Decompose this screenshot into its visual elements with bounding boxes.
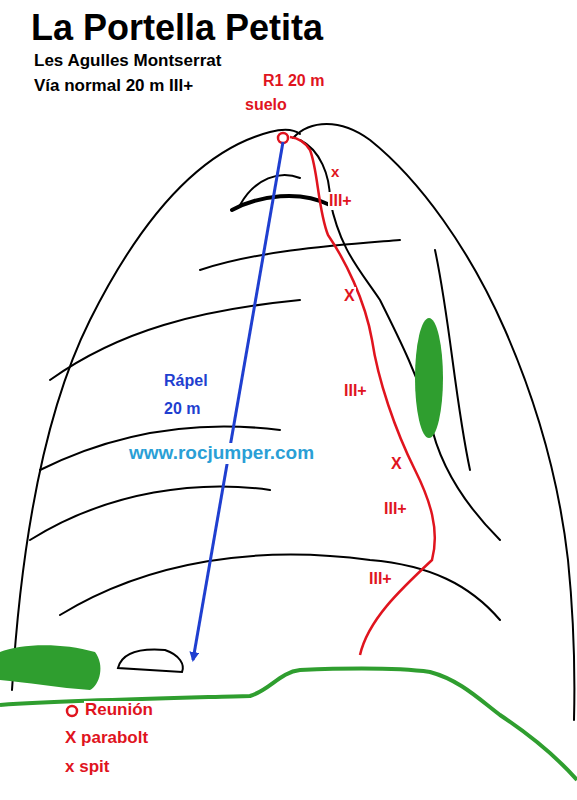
- vegetation: [415, 318, 443, 438]
- topo-title: La Portella Petita: [30, 8, 324, 48]
- spit-mark: x: [330, 164, 340, 181]
- watermark: www.rocjumper.com: [128, 443, 315, 464]
- bush: [0, 645, 100, 690]
- rock-crack: [60, 555, 500, 620]
- bolt-mark: X: [343, 287, 356, 305]
- ground-line: [0, 669, 577, 780]
- legend-bolt: X parabolt: [64, 729, 149, 748]
- rock-crack: [200, 240, 400, 270]
- ground-label: suelo: [244, 96, 288, 114]
- belay-label: R1 20 m: [262, 72, 325, 90]
- grade-label: III+: [343, 382, 368, 400]
- legend-belay: Reunión: [84, 701, 154, 720]
- route-name: Vía normal 20 m III+: [33, 77, 194, 96]
- grade-label: III+: [383, 500, 408, 518]
- rappel-length: 20 m: [163, 400, 201, 418]
- climbing-route: [290, 137, 435, 655]
- rock-crack: [50, 300, 300, 380]
- rock-crack: [300, 140, 500, 540]
- rappel-label: Rápel: [163, 372, 209, 390]
- grade-label: III+: [328, 192, 353, 210]
- rock-crack: [30, 487, 270, 540]
- grade-label: III+: [368, 570, 393, 588]
- belay-station: [278, 133, 288, 143]
- rock-crack: [240, 175, 300, 205]
- topo-subtitle: Les Agulles Montserrat: [33, 52, 222, 71]
- boulder: [118, 650, 183, 672]
- rappel-arrow: [193, 142, 283, 660]
- legend-spit: x spit: [64, 758, 110, 777]
- rock-outline: [12, 130, 300, 690]
- rock-overhang: [232, 196, 330, 210]
- belay-legend-symbol: [67, 706, 77, 716]
- rock-outline: [293, 124, 574, 720]
- bolt-mark: X: [390, 455, 403, 473]
